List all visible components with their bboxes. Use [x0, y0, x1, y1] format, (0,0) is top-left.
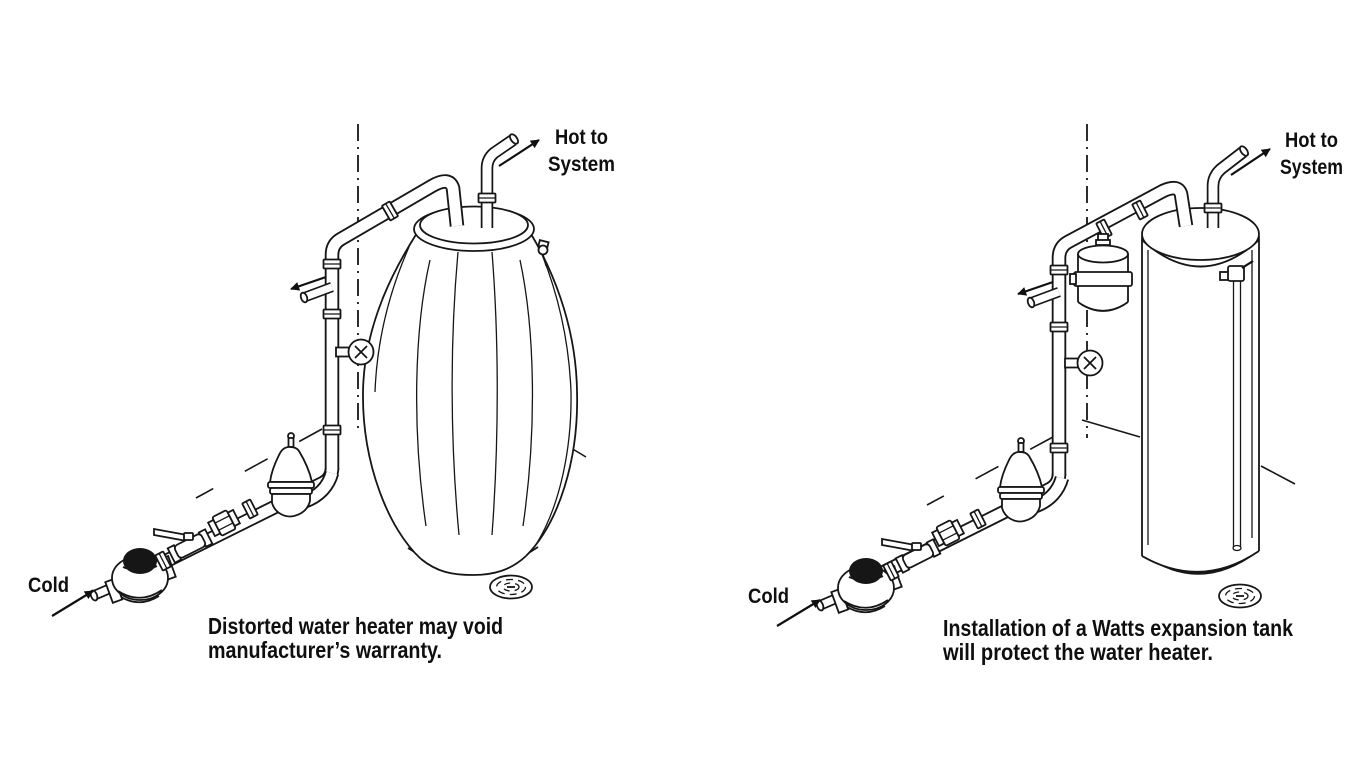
water-heater-tank	[1141, 207, 1260, 575]
floor-edge-dashed-line	[195, 428, 323, 499]
caption-expansion-tank: will protect the water heater.	[942, 639, 1213, 665]
floor-drain	[1218, 583, 1262, 609]
pipe-coupling	[322, 424, 342, 436]
diagram-protected-heater: Hot to System Cold Installation of a Wat…	[748, 124, 1343, 665]
hot-outlet-pipe	[1203, 145, 1249, 228]
pressure-gauge	[335, 338, 375, 366]
expansion-tank	[1069, 233, 1133, 312]
cold-flow-arrow	[776, 599, 821, 627]
pressure-gauge	[1064, 349, 1104, 377]
hot-to-system-label: Hot to	[1285, 129, 1338, 152]
floor-edge-line	[1081, 419, 1141, 438]
hot-to-system-label: System	[1280, 156, 1343, 179]
tank-band-clamp	[1073, 271, 1133, 287]
tank-seam	[491, 251, 498, 536]
cold-label: Cold	[28, 574, 69, 597]
tank-seam	[451, 251, 460, 536]
pipe-coupling	[1049, 321, 1069, 333]
cold-flow-arrow	[51, 590, 94, 617]
hot-flow-arrow	[498, 139, 540, 167]
cold-label: Cold	[748, 585, 789, 608]
pipe-coupling	[1049, 442, 1069, 454]
floor-drain	[489, 574, 533, 600]
pipe-coupling	[322, 308, 342, 320]
caption-distorted-heater: Distorted water heater may void	[208, 613, 503, 639]
floor-edge-line	[1260, 465, 1296, 485]
tp-relief-valve	[1219, 260, 1254, 282]
floor-edge-dashed-line	[926, 436, 1054, 506]
hot-outlet-pipe	[477, 133, 519, 228]
pipe-coupling	[1203, 202, 1223, 214]
caption-distorted-heater: manufacturer’s warranty.	[208, 637, 442, 663]
pipe-coupling	[1049, 264, 1069, 276]
tank-seam	[416, 259, 431, 527]
hot-to-system-label: System	[548, 153, 615, 176]
tank-seam	[519, 259, 534, 527]
caption-expansion-tank: Installation of a Watts expansion tank	[943, 615, 1293, 641]
relief-valve-fitting	[537, 239, 550, 267]
hot-flow-arrow	[1230, 148, 1271, 176]
pipe-coupling	[477, 192, 497, 204]
pipe-coupling	[322, 258, 342, 270]
distorted-water-heater	[362, 205, 578, 576]
hot-to-system-label: Hot to	[555, 126, 608, 149]
discharge-pipe	[1232, 281, 1242, 552]
diagram-distorted-heater: Hot to System Cold Distorted water heate…	[28, 124, 615, 663]
